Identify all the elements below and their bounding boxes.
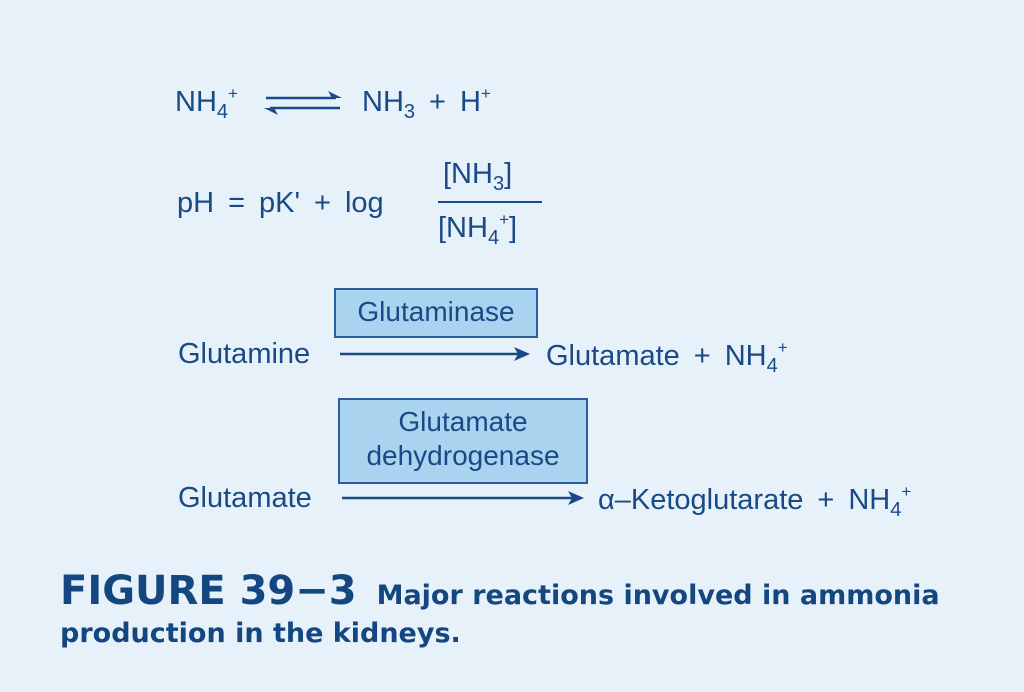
henderson-hasselbalch-lhs: pH=pK'+log bbox=[177, 187, 384, 219]
fraction-numerator: [NH3] bbox=[443, 158, 513, 195]
caption-text-line2: production in the kidneys. bbox=[60, 618, 461, 649]
glutamate-dehydrogenase-enzyme-box: Glutamate dehydrogenase bbox=[338, 398, 588, 484]
glutamine-label: Glutamine bbox=[178, 338, 311, 370]
equilibrium-products: NH3+H+ bbox=[362, 84, 491, 123]
caption-text-line1: Major reactions involved in ammonia bbox=[376, 580, 940, 611]
figure-label: FIGURE 39−3 bbox=[60, 568, 357, 614]
reaction-arrow-icon bbox=[342, 491, 584, 505]
glutamate-label: Glutamate bbox=[178, 482, 312, 514]
figure-caption: FIGURE 39−3 Major reactions involved in a… bbox=[60, 568, 940, 649]
fraction-bar bbox=[438, 201, 542, 203]
equilibrium-equation: NH4+ bbox=[175, 84, 238, 124]
equilibrium-arrows-icon bbox=[264, 91, 342, 115]
proton-formula: H+ bbox=[459, 84, 491, 118]
ammonium-formula: NH4+ bbox=[724, 338, 788, 377]
ammonium-formula: NH4+ bbox=[848, 482, 912, 521]
glutaminase-products: Glutamate+NH4+ bbox=[546, 338, 788, 377]
ammonia-formula: NH3 bbox=[362, 86, 416, 123]
ammonium-formula: NH4+ bbox=[175, 84, 238, 123]
reaction-arrow-icon bbox=[340, 347, 530, 361]
dehydrogenase-products: α–Ketoglutarate+NH4+ bbox=[598, 482, 912, 521]
glutaminase-enzyme-box: Glutaminase bbox=[334, 288, 538, 338]
fraction-denominator: [NH4+] bbox=[438, 210, 518, 249]
